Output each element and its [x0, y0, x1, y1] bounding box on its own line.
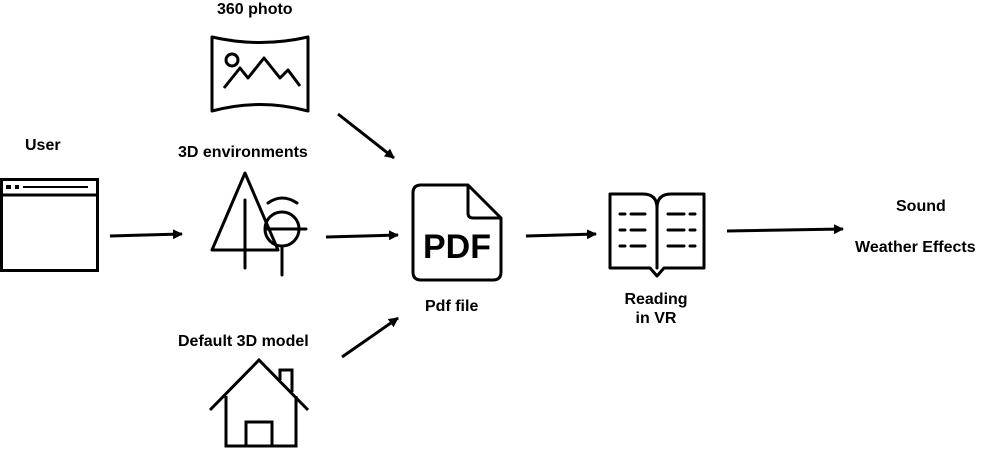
house-icon	[208, 357, 310, 448]
arrow-environments-to-pdf	[325, 230, 399, 241]
arrow-photo-to-pdf	[337, 112, 395, 160]
arrow-model-to-pdf	[341, 316, 399, 359]
pdf-icon-text: PDF	[423, 228, 491, 266]
arrow-user-to-environments	[109, 229, 183, 240]
arrow-pdf-to-reading	[525, 229, 597, 240]
default-model-label: Default 3D model	[178, 333, 309, 350]
reading-label: Reading in VR	[608, 290, 704, 328]
pdf-label: Pdf file	[425, 298, 479, 315]
environments3d-label: 3D environments	[178, 144, 308, 161]
open-book-icon	[608, 192, 706, 278]
sound-label: Sound	[896, 198, 946, 215]
trees-icon	[210, 171, 308, 277]
photo360-label: 360 photo	[217, 1, 293, 18]
reading-label-line2: in VR	[635, 310, 677, 327]
reading-label-line1: Reading	[624, 291, 688, 308]
arrow-reading-to-effects	[726, 224, 844, 235]
pdf-file-icon: PDF	[411, 183, 503, 282]
browser-window-icon	[0, 178, 99, 272]
panorama-image-icon	[210, 35, 310, 113]
weather-effects-label: Weather Effects	[855, 239, 976, 256]
user-label: User	[25, 137, 61, 154]
